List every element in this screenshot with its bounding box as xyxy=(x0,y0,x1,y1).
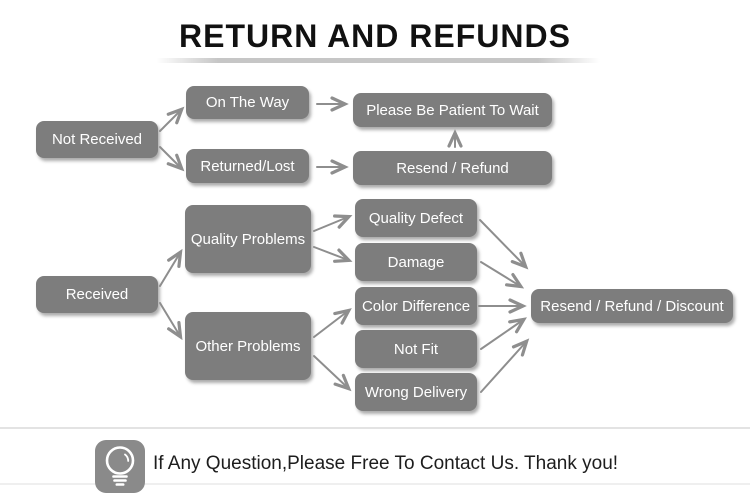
node-damage: Damage xyxy=(355,243,477,281)
arrow-qualityproblems-damage xyxy=(313,246,353,263)
node-not-received: Not Received xyxy=(36,121,158,158)
node-wrong-delivery: Wrong Delivery xyxy=(355,373,477,411)
arrow-notreceived-returnedlost xyxy=(159,146,185,172)
arrow-notfit-discount xyxy=(480,317,527,350)
footer-divider-bottom xyxy=(0,483,750,485)
node-color-difference: Color Difference xyxy=(355,287,477,325)
arrow-received-otherproblems xyxy=(159,302,183,341)
page-title: RETURN AND REFUNDS xyxy=(179,18,571,54)
node-received: Received xyxy=(36,276,158,313)
footer-divider-top xyxy=(0,427,750,429)
arrow-received-qualityproblems xyxy=(159,248,183,287)
arrow-otherproblems-colordifference xyxy=(313,308,352,338)
node-other-problems: Other Problems xyxy=(185,312,311,380)
node-on-the-way: On The Way xyxy=(186,86,309,119)
node-quality-defect: Quality Defect xyxy=(355,199,477,237)
arrow-damage-discount xyxy=(480,261,525,289)
arrow-notreceived-ontheway xyxy=(159,106,185,132)
title-underline xyxy=(156,58,600,63)
lightbulb-icon xyxy=(95,440,145,493)
node-returned-lost: Returned/Lost xyxy=(186,149,309,183)
node-quality-problems: Quality Problems xyxy=(185,205,311,273)
node-not-fit: Not Fit xyxy=(355,330,477,368)
arrow-otherproblems-wrongdelivery xyxy=(313,355,352,392)
arrow-qualityproblems-qualitydefect xyxy=(313,214,353,232)
arrow-wrongdelivery-discount xyxy=(480,338,530,393)
node-resend-refund-discount: Resend / Refund / Discount xyxy=(531,289,733,323)
node-please-be-patient: Please Be Patient To Wait xyxy=(353,93,552,127)
node-resend-refund: Resend / Refund xyxy=(353,151,552,185)
arrow-qualitydefect-discount xyxy=(479,219,529,270)
footer-message: If Any Question,Please Free To Contact U… xyxy=(153,453,619,474)
